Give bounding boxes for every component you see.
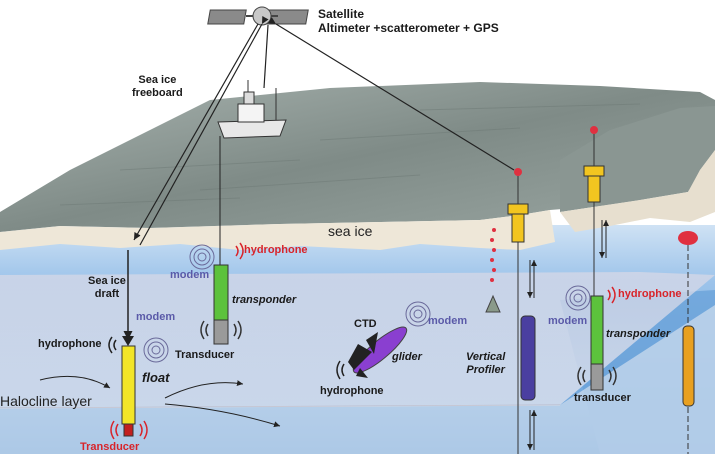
transponder-device-right (590, 295, 604, 391)
modem-label-transponder: modem (170, 269, 210, 281)
halocline-plane (0, 272, 715, 408)
flow-arrows (39, 375, 281, 428)
modem-rings-transponder (189, 244, 215, 270)
transducer-waves-float (110, 420, 148, 440)
float-device (121, 336, 136, 437)
hydrophone-waves-float (108, 336, 117, 354)
satellite-links (133, 15, 515, 246)
ctd-label: CTD (354, 318, 377, 330)
vertical-profiler-label: Vertical Profiler (466, 351, 506, 376)
dotted-tether (490, 228, 496, 282)
transponder-label-right: transponder (606, 328, 671, 340)
sea-ice-draft-label: Sea ice draft (88, 275, 126, 300)
weight-cone (485, 294, 501, 313)
modem-rings-glider (405, 301, 431, 327)
transponder-device (213, 264, 229, 345)
sea-ice-freeboard-label: Sea ice freeboard (132, 74, 183, 99)
satellite-label: Satellite (318, 7, 365, 21)
modem-label-right: modem (548, 315, 588, 327)
sea-ice-underside-right (560, 150, 715, 232)
buoy-updown-arrows (599, 220, 609, 258)
icebreaker-ship-icon (217, 80, 287, 139)
satellite-instruments-label: Altimeter +scatterometer + GPS (318, 21, 499, 35)
modem-label-glider: modem (428, 315, 468, 327)
hydrophone-waves-transponder (235, 242, 244, 260)
sea-ice-underside (0, 210, 555, 250)
ice-buoy-left (507, 168, 529, 454)
vertical-profiler-device (520, 315, 536, 401)
hydrophone-waves-right (607, 286, 616, 304)
transducer-label-left: Transducer (175, 349, 235, 361)
hydrophone-label-glider: hydrophone (320, 385, 384, 397)
modem-rings-float (143, 337, 169, 363)
ice-buoy-right (583, 126, 605, 300)
ice-texture (59, 103, 641, 206)
transducer-waves-left (200, 320, 242, 340)
sea-ice-slab (0, 82, 715, 232)
modem-rings-right (565, 285, 591, 311)
transducer-label-right: transducer (574, 392, 631, 404)
hydrophone-label-float: hydrophone (38, 338, 102, 350)
hydrophone-label-right: hydrophone (618, 288, 682, 300)
modem-label-float: modem (136, 311, 176, 323)
transducer-label-float: Transducer (80, 441, 140, 453)
glider-label: glider (392, 351, 422, 363)
hydrophone-label-transponder: hydrophone (244, 244, 308, 256)
float-label: float (142, 370, 170, 385)
right-float-device (678, 231, 698, 454)
halocline-layer-label: Halocline layer (0, 393, 92, 409)
transducer-waves-right (577, 366, 617, 386)
satellite-icon (207, 6, 309, 26)
transponder-label: transponder (232, 294, 297, 306)
sea-ice-label: sea ice (328, 223, 373, 239)
glider-device (348, 326, 408, 378)
lower-plane (0, 305, 715, 454)
hydrophone-waves-glider (336, 360, 345, 380)
profiler-updown-arrows (527, 260, 537, 450)
